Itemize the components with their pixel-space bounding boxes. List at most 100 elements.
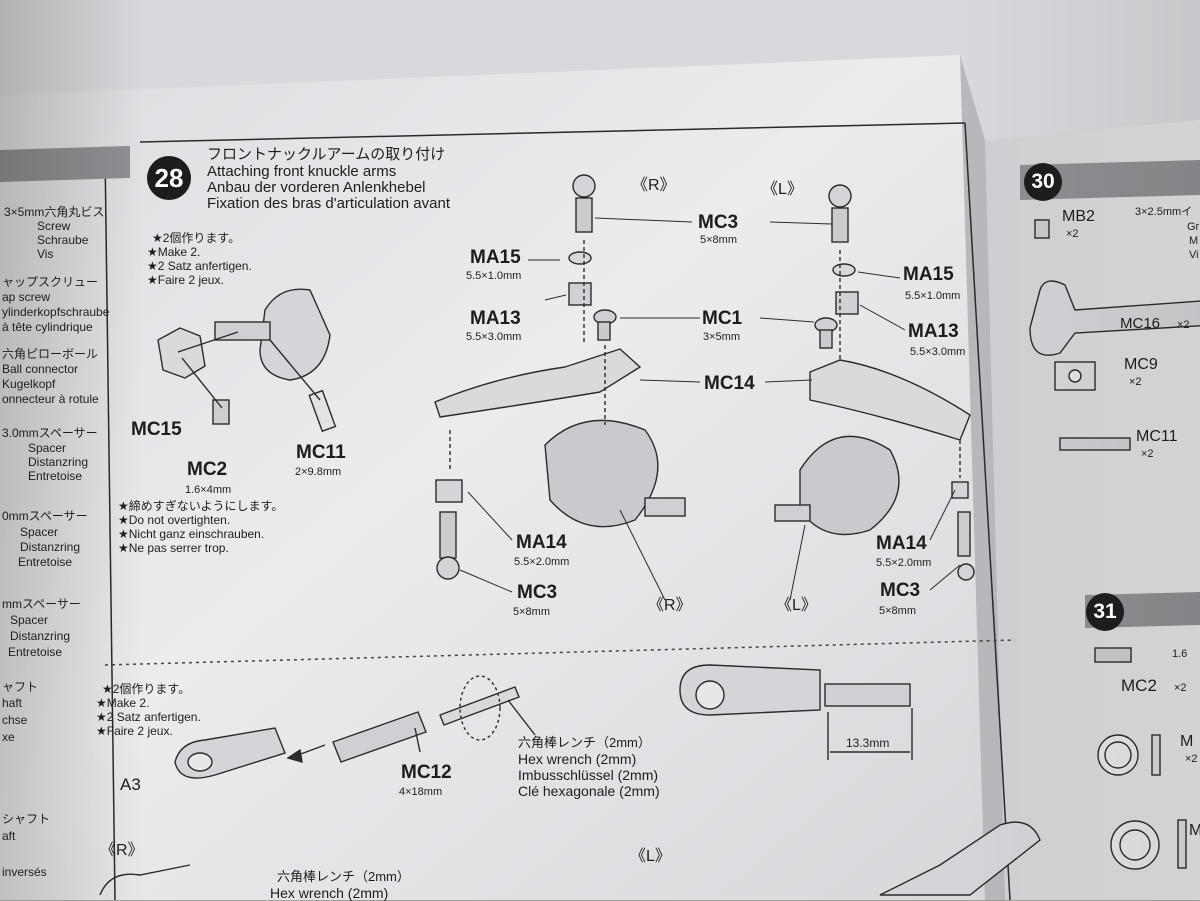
part-label-ma13-l: MA13	[908, 321, 959, 342]
step-title-fr: Fixation des bras d'articulation avant	[207, 195, 450, 212]
spec-line: à tête cylindrique	[2, 320, 93, 334]
part-label-m2: M	[1189, 822, 1200, 839]
step28-frame	[139, 122, 966, 143]
make2-note-29: ★2個作ります。	[102, 682, 191, 696]
part-size-ma13-l: 5.5×3.0mm	[910, 346, 966, 358]
part-size-mc2: 1.6×4mm	[185, 484, 232, 496]
spec-line: inversés	[2, 865, 47, 879]
step28-leaders	[459, 217, 961, 601]
spec-line: Screw	[37, 219, 71, 233]
side-label-l-29: 《L》	[630, 848, 671, 865]
spec-line: Spacer	[20, 525, 59, 539]
make2-note: ★2 Satz anfertigen.	[147, 259, 252, 273]
part-label-ma15-l: MA15	[903, 264, 954, 285]
spec-line: 0mmスペーサー	[2, 509, 88, 523]
caution-note: ★締めすぎないようにします。	[118, 499, 284, 513]
step29-drawing	[99, 664, 1041, 896]
part-label-mc15: MC15	[131, 419, 182, 440]
part-size-mc3-l: 5×8mm	[879, 605, 916, 617]
make2-note-29: ★2 Satz anfertigen.	[96, 710, 201, 724]
spec-line: Entretoise	[18, 555, 73, 569]
spec-line: ャフト	[2, 680, 39, 694]
part-size-mc3-r: 5×8mm	[513, 606, 550, 618]
part-qty-mc9: ×2	[1129, 376, 1142, 388]
spec-line: ャップスクリュー	[2, 275, 99, 289]
spec-line: Ball connector	[2, 362, 79, 376]
hex-wrench-note: Imbusschlüssel (2mm)	[518, 767, 659, 783]
part-qty-mb2: ×2	[1066, 228, 1079, 240]
spec-line: aft	[2, 829, 16, 843]
part-label-mc3-r: MC3	[517, 582, 558, 603]
part-label-mc12: MC12	[401, 762, 452, 783]
right-page-parts	[1029, 219, 1200, 870]
part-label-mc3-top: MC3	[698, 212, 739, 233]
part-qty-m1: ×2	[1185, 753, 1198, 765]
spec-line: 3×2.5mmイ	[1135, 206, 1193, 218]
spec-line: Distanzring	[10, 629, 71, 643]
part-label-mc14: MC14	[704, 373, 755, 394]
make2-note-29: ★Make 2.	[96, 696, 150, 710]
part-label-mb2: MB2	[1062, 208, 1095, 225]
spec-line: Kugelkopf	[2, 377, 56, 391]
spec-line: Entretoise	[28, 469, 83, 483]
hex-wrench-note-bottom: Hex wrench (2mm)	[270, 885, 389, 901]
side-label-r-bottom: 《R》	[648, 597, 692, 614]
spec-line: haft	[2, 696, 23, 710]
part-label-mc3-l: MC3	[880, 580, 921, 601]
step-title-en: Attaching front knuckle arms	[207, 163, 397, 180]
part-size-ma13-r: 5.5×3.0mm	[466, 331, 522, 343]
make2-note: ★Make 2.	[147, 245, 201, 259]
step28-left-drawing	[157, 288, 337, 433]
spec-line: xe	[2, 730, 15, 744]
spec-line: ylinderkopfschraube	[2, 305, 110, 319]
hex-wrench-note: Clé hexagonale (2mm)	[518, 783, 660, 799]
part-qty-mc16: ×2	[1177, 319, 1190, 331]
spec-line: 3×5mm六角丸ビス	[4, 205, 105, 219]
step-title-de: Anbau der vorderen Anlenkhebel	[207, 179, 426, 196]
hex-wrench-note: 六角棒レンチ（2mm）	[518, 735, 651, 750]
step28-center-drawing	[434, 174, 686, 580]
spec-line: Distanzring	[20, 540, 81, 554]
part-size-ma15-r: 5.5×1.0mm	[466, 270, 522, 282]
part-label-mc2: MC2	[187, 459, 228, 480]
spec-line: mmスペーサー	[2, 597, 81, 611]
step-number-badge-31: 31	[1086, 593, 1124, 631]
part-label-ma14-l: MA14	[876, 533, 927, 554]
part-size-mc1: 3×5mm	[703, 331, 740, 343]
spec-line: Entretoise	[8, 645, 63, 659]
part-label-mc2-right: MC2	[1121, 676, 1157, 695]
part-label-mc1: MC1	[702, 308, 743, 329]
part-size-ma14-l: 5.5×2.0mm	[876, 557, 932, 569]
spec-line: Vi	[1189, 249, 1199, 261]
spec-line: chse	[2, 713, 28, 727]
part-label-ma14-r: MA14	[516, 532, 567, 553]
part-qty-mc2-right: ×2	[1174, 682, 1187, 694]
side-label-l-bottom: 《L》	[776, 597, 817, 614]
spec-line: シャフト	[2, 812, 51, 826]
part-label-mc9: MC9	[1124, 356, 1158, 373]
hex-wrench-note-bottom: 六角棒レンチ（2mm）	[277, 869, 410, 884]
step-separator	[104, 639, 1016, 666]
part-label-ma13-r: MA13	[470, 308, 521, 329]
step30-band	[1020, 160, 1200, 200]
step-title-jp: フロントナックルアームの取り付け	[207, 146, 446, 163]
caution-note: ★Do not overtighten.	[118, 513, 231, 527]
left-band	[0, 146, 130, 182]
step-number-badge: 28	[147, 156, 191, 200]
spec-line: ap screw	[2, 290, 51, 304]
side-label-r: 《R》	[632, 177, 676, 194]
part-label-m1: M	[1180, 733, 1194, 750]
dimension-label: 13.3mm	[846, 736, 890, 750]
spec-line: 3.0mmスペーサー	[2, 426, 98, 440]
spec-line: Spacer	[28, 441, 67, 455]
part-size-ma15-l: 5.5×1.0mm	[905, 290, 961, 302]
make2-note: ★2個作ります。	[152, 231, 241, 245]
hex-wrench-note: Hex wrench (2mm)	[518, 751, 637, 767]
right-page	[985, 120, 1200, 900]
side-label-r-29: 《R》	[100, 842, 144, 859]
part-qty-mc11-right: ×2	[1141, 448, 1154, 460]
part-size-mc12: 4×18mm	[399, 786, 443, 798]
spec-line: M	[1189, 235, 1199, 247]
part-size-ma14-r: 5.5×2.0mm	[514, 556, 570, 568]
